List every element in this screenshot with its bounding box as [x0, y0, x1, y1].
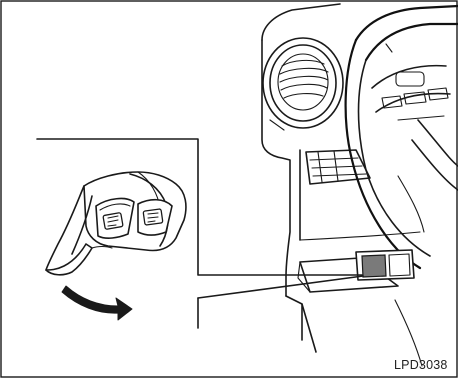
- steering-wheel-icon: [298, 6, 458, 292]
- dashboard-switch: [356, 250, 414, 280]
- air-vent-icon: [263, 38, 343, 128]
- switch-lever-icon: [46, 172, 186, 275]
- dashboard-panel: [262, 4, 422, 366]
- center-vent: [306, 150, 370, 184]
- figure-code: LPD3038: [394, 358, 448, 372]
- pull-down-arrow-icon: [62, 286, 132, 320]
